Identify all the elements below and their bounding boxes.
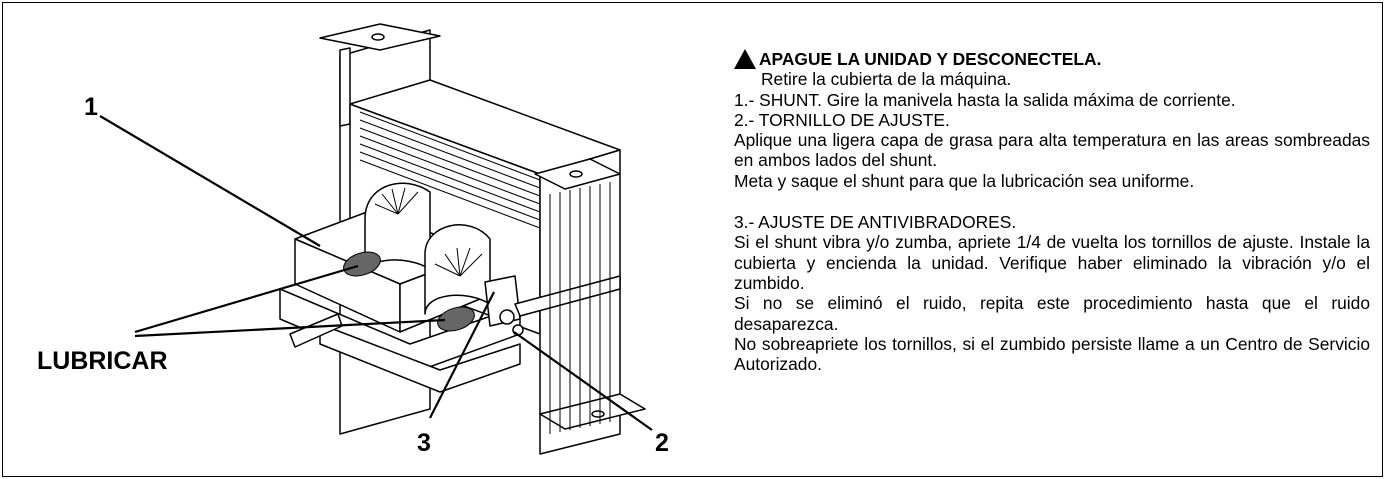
transformer-illustration: [99, 23, 653, 455]
warning-triangle-icon: [734, 49, 756, 70]
step2-text-a: Aplique una ligera capa de grasa para al…: [734, 130, 1370, 171]
step3-text-c: No sobreapriete los tornillos, si el zum…: [734, 333, 1370, 375]
callout-3: 3: [417, 429, 431, 457]
leader-3: [429, 291, 495, 419]
lubrication-area-lower: [437, 306, 475, 332]
leader-1: [99, 115, 321, 247]
step2-text-b: Meta y saque el shunt para que la lubric…: [734, 170, 1195, 191]
step3-text-b: Si no se eliminó el ruido, repita este p…: [734, 293, 1370, 334]
callout-2: 2: [655, 429, 669, 457]
remove-cover-text: Retire la cubierta de la máquina.: [761, 69, 1012, 90]
leader-2: [513, 331, 653, 431]
step1-text: 1.- SHUNT. Gire la manivela hasta la sal…: [734, 89, 1236, 110]
leader-lubricar-1: [134, 264, 359, 334]
coil-right: [424, 224, 491, 315]
leader-lubricar-2: [134, 318, 446, 338]
warning-line: APAGUE LA UNIDAD Y DESCONECTELA.: [734, 49, 1370, 70]
step3-text-a: Si el shunt vibra y/o zumba, apriete 1/4…: [734, 232, 1370, 293]
callout-lubricar: LUBRICAR: [37, 347, 168, 375]
spacer: [734, 191, 1370, 212]
step3-title: 3.- AJUSTE DE ANTIVIBRADORES.: [734, 212, 1017, 233]
instructions-block: APAGUE LA UNIDAD Y DESCONECTELA. Retire …: [734, 49, 1370, 374]
step2-title: 2.- TORNILLO DE AJUSTE.: [734, 109, 950, 130]
callout-1: 1: [84, 93, 98, 121]
warning-text: APAGUE LA UNIDAD Y DESCONECTELA.: [759, 49, 1102, 69]
